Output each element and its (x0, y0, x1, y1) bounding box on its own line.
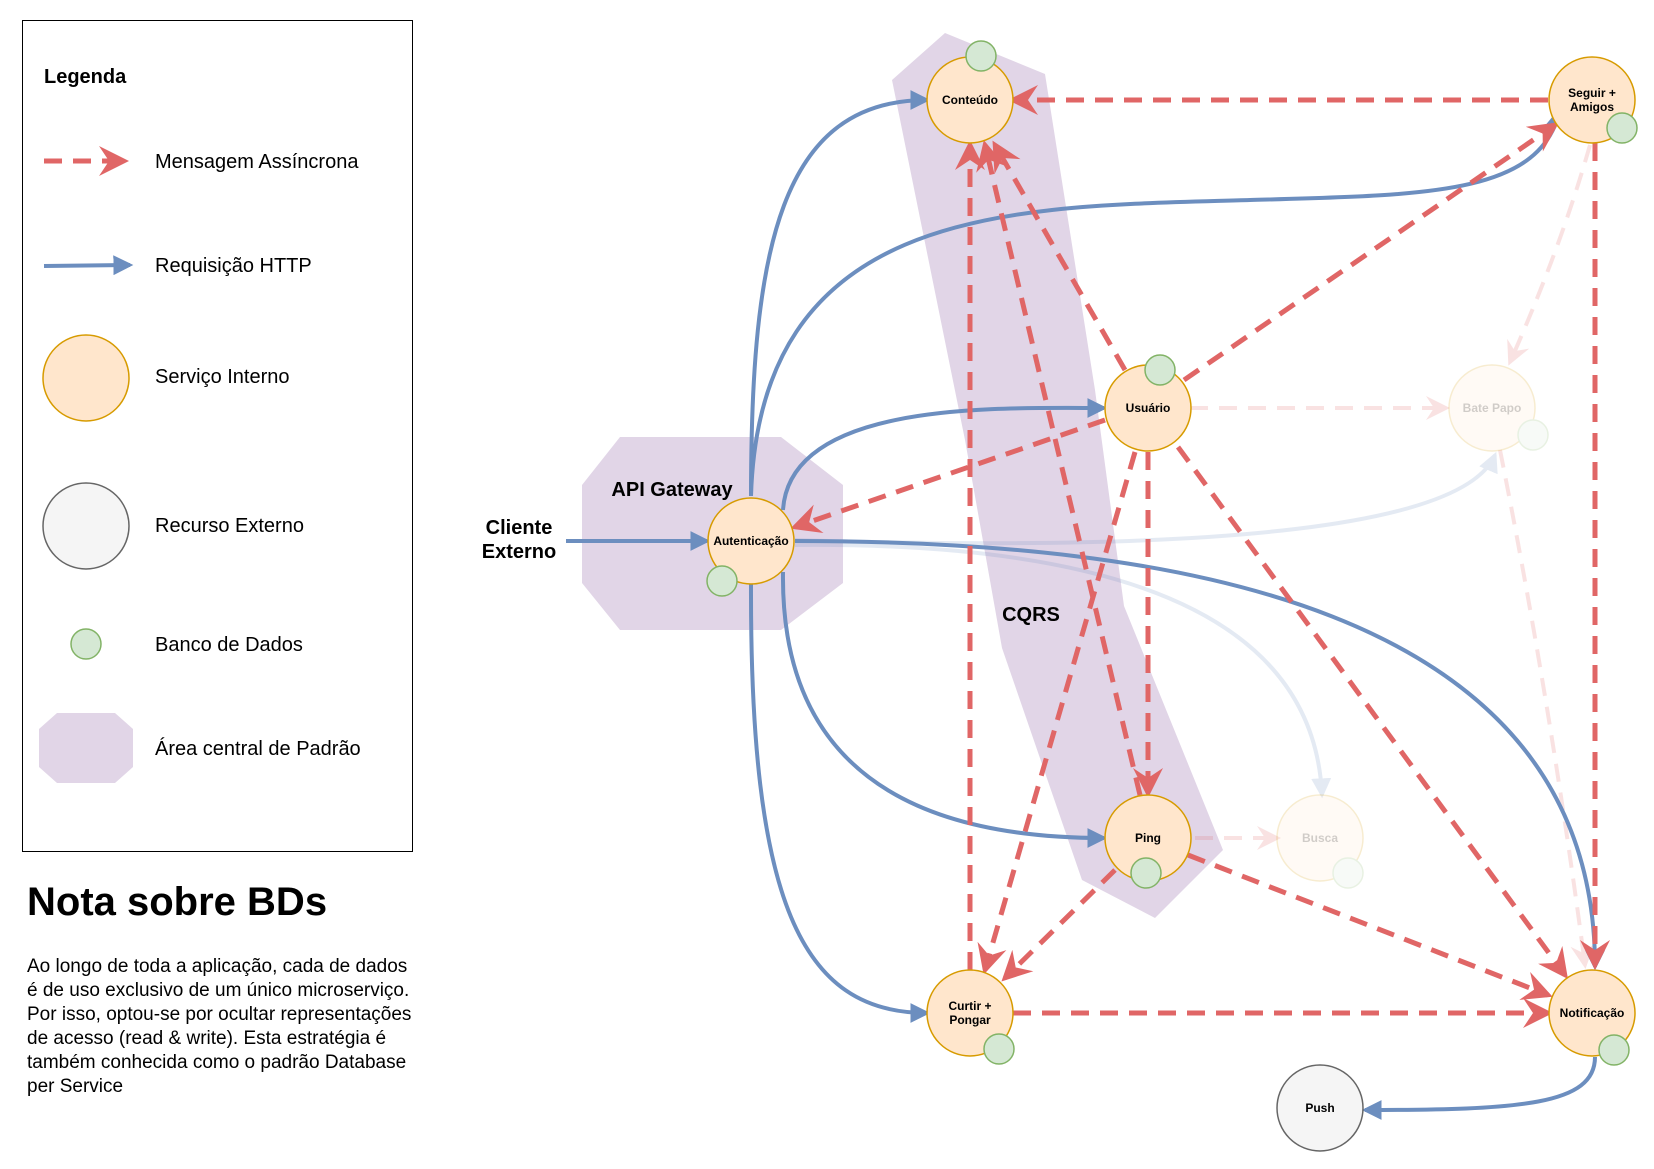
legend-external-label: Recurso Externo (155, 515, 304, 537)
autenticacao-db (706, 565, 738, 597)
legend-database-label: Banco de Dados (155, 634, 303, 656)
async-arrow-ping-curtir (1001, 868, 1117, 982)
seguir-label-line2: Amigos (1570, 100, 1614, 114)
autenticacao-label: Autenticação (713, 534, 788, 548)
legend-async-label: Mensagem Assíncrona (155, 151, 359, 173)
legend-service-label: Serviço Interno (155, 366, 290, 388)
legend-http-arrow-icon (43, 255, 134, 276)
usuario-label: Usuário (1126, 401, 1171, 415)
push-label: Push (1305, 1101, 1334, 1115)
conteudo-db (965, 40, 997, 72)
async-arrow-ping-conteudo (976, 140, 1143, 796)
autenticacao-node (707, 497, 795, 585)
bate-papo-node (1448, 364, 1536, 452)
async-arrow-usuario-curtir (977, 451, 1138, 975)
note-body: Ao longo de toda a aplicação, cada de da… (27, 956, 412, 1097)
push-node (1276, 1064, 1364, 1152)
cqrs-area (892, 33, 1223, 918)
busca-db (1332, 857, 1364, 889)
notificacao-label: Notificação (1560, 1006, 1625, 1020)
legend-area-label: Área central de Padrão (155, 738, 361, 760)
http-arrow-auth-curtir (748, 583, 931, 1023)
bate-papo-db (1517, 419, 1549, 451)
legend-title: Legenda (44, 66, 127, 88)
async-arrow-seguir-batepapo (1507, 144, 1592, 366)
service-nodes (707, 56, 1636, 1152)
http-arrow-auth-seguir (749, 106, 1566, 497)
async-messages (790, 85, 1610, 1028)
client-label-line2: Externo (482, 541, 556, 563)
notificacao-db (1598, 1034, 1630, 1066)
async-arrow-ping-notificacao (1187, 852, 1553, 1000)
busca-node (1276, 794, 1364, 882)
seguir-label-line1: Seguir + (1568, 86, 1616, 100)
faded-nodes (1276, 364, 1549, 889)
http-arrow-notificacao-push (1361, 1056, 1597, 1120)
async-arrow-usuario-seguir (1182, 122, 1560, 383)
curtir-db (983, 1033, 1015, 1065)
cqrs-label: CQRS (1002, 604, 1060, 626)
async-arrow-batepapo-notificacao (1498, 449, 1595, 969)
legend-database-icon (70, 628, 102, 660)
http-arrow-auth-usuario (781, 397, 1108, 511)
seguir-db (1606, 112, 1638, 144)
legend-service-icon (42, 334, 130, 422)
legend-area-icon (39, 713, 133, 783)
conteudo-label: Conteúdo (942, 93, 998, 107)
async-arrow-usuario-auth (790, 417, 1106, 534)
legend-box (22, 20, 413, 852)
bate-papo-label: Bate Papo (1463, 401, 1522, 415)
legend-http-label: Requisição HTTP (155, 255, 312, 277)
async-arrow-usuario-conteudo (992, 140, 1128, 372)
faded-connections (794, 144, 1595, 969)
curtir-label-line1: Curtir + (948, 999, 991, 1013)
http-arrow-auth-ping (780, 571, 1108, 848)
busca-label: Busca (1302, 831, 1338, 845)
note-title: Nota sobre BDs (27, 880, 328, 924)
http-requests (566, 90, 1605, 1120)
async-arrow-usuario-notificacao (1175, 445, 1568, 980)
legend-symbols (39, 146, 134, 783)
api-gateway-label: API Gateway (611, 479, 733, 501)
ping-db (1130, 857, 1162, 889)
http-arrow-auth-batepapo (794, 451, 1498, 546)
database-markers (706, 40, 1638, 1066)
http-arrow-auth-notificacao (794, 539, 1605, 971)
curtir-node (926, 969, 1014, 1057)
client-label-line1: Cliente (486, 517, 553, 539)
curtir-label-line2: Pongar (949, 1013, 991, 1027)
http-arrow-auth-conteudo (749, 90, 931, 497)
http-arrow-auth-busca (794, 542, 1332, 799)
usuario-db (1144, 354, 1176, 386)
ping-label: Ping (1135, 831, 1161, 845)
legend-external-icon (42, 482, 130, 570)
